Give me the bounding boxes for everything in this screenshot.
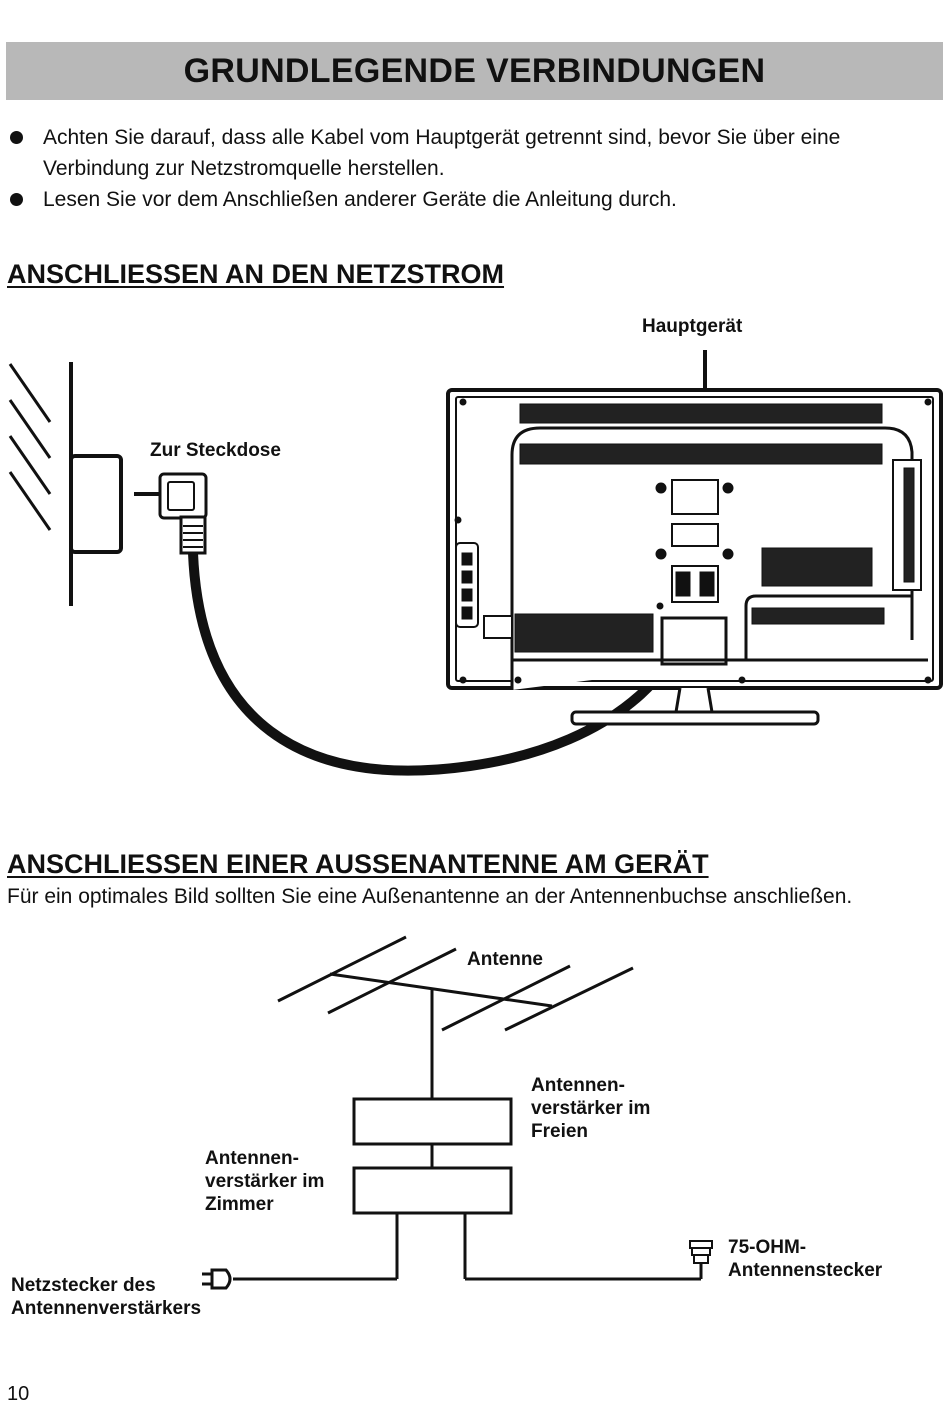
label-outdoor-amplifier: Antennen- verstärker im Freien bbox=[531, 1075, 651, 1142]
label-indoor-amplifier: Antennen- verstärker im Zimmer bbox=[205, 1148, 325, 1215]
page-number: 10 bbox=[7, 1383, 30, 1405]
label-antenna: Antenne bbox=[467, 949, 543, 970]
page-title: GRUNDLEGENDE VERBINDUNGEN bbox=[183, 51, 766, 90]
header-banner: GRUNDLEGENDE VERBINDUNGEN bbox=[6, 42, 943, 100]
list-item: Lesen Sie vor dem Anschließen anderer Ge… bbox=[8, 184, 943, 215]
bullet-icon bbox=[10, 193, 23, 206]
wall-socket-illustration bbox=[8, 362, 123, 606]
bullet-list: Achten Sie darauf, dass alle Kabel vom H… bbox=[8, 122, 943, 215]
coax-connector-icon bbox=[689, 1240, 713, 1264]
mains-plug-icon bbox=[202, 1268, 232, 1290]
label-socket: Zur Steckdose bbox=[150, 440, 281, 461]
antenna-diagram bbox=[233, 935, 703, 1281]
label-75-ohm-connector: 75-OHM- Antennenstecker bbox=[728, 1237, 883, 1281]
section-title-antenna: ANSCHLIESSEN EINER AUSSENANTENNE AM GERÄ… bbox=[7, 849, 709, 879]
power-plug-icon bbox=[134, 472, 208, 555]
list-item: Achten Sie darauf, dass alle Kabel vom H… bbox=[8, 122, 943, 184]
bullet-icon bbox=[10, 131, 23, 144]
label-amplifier-plug: Netzstecker des Antennenverstärkers bbox=[11, 1275, 202, 1319]
antenna-intro-text: Für ein optimales Bild sollten Sie eine … bbox=[7, 885, 853, 908]
label-main-unit: Hauptgerät bbox=[642, 316, 743, 337]
tv-back-illustration bbox=[446, 350, 943, 726]
section-title-power: ANSCHLIESSEN AN DEN NETZSTROM bbox=[7, 259, 505, 289]
